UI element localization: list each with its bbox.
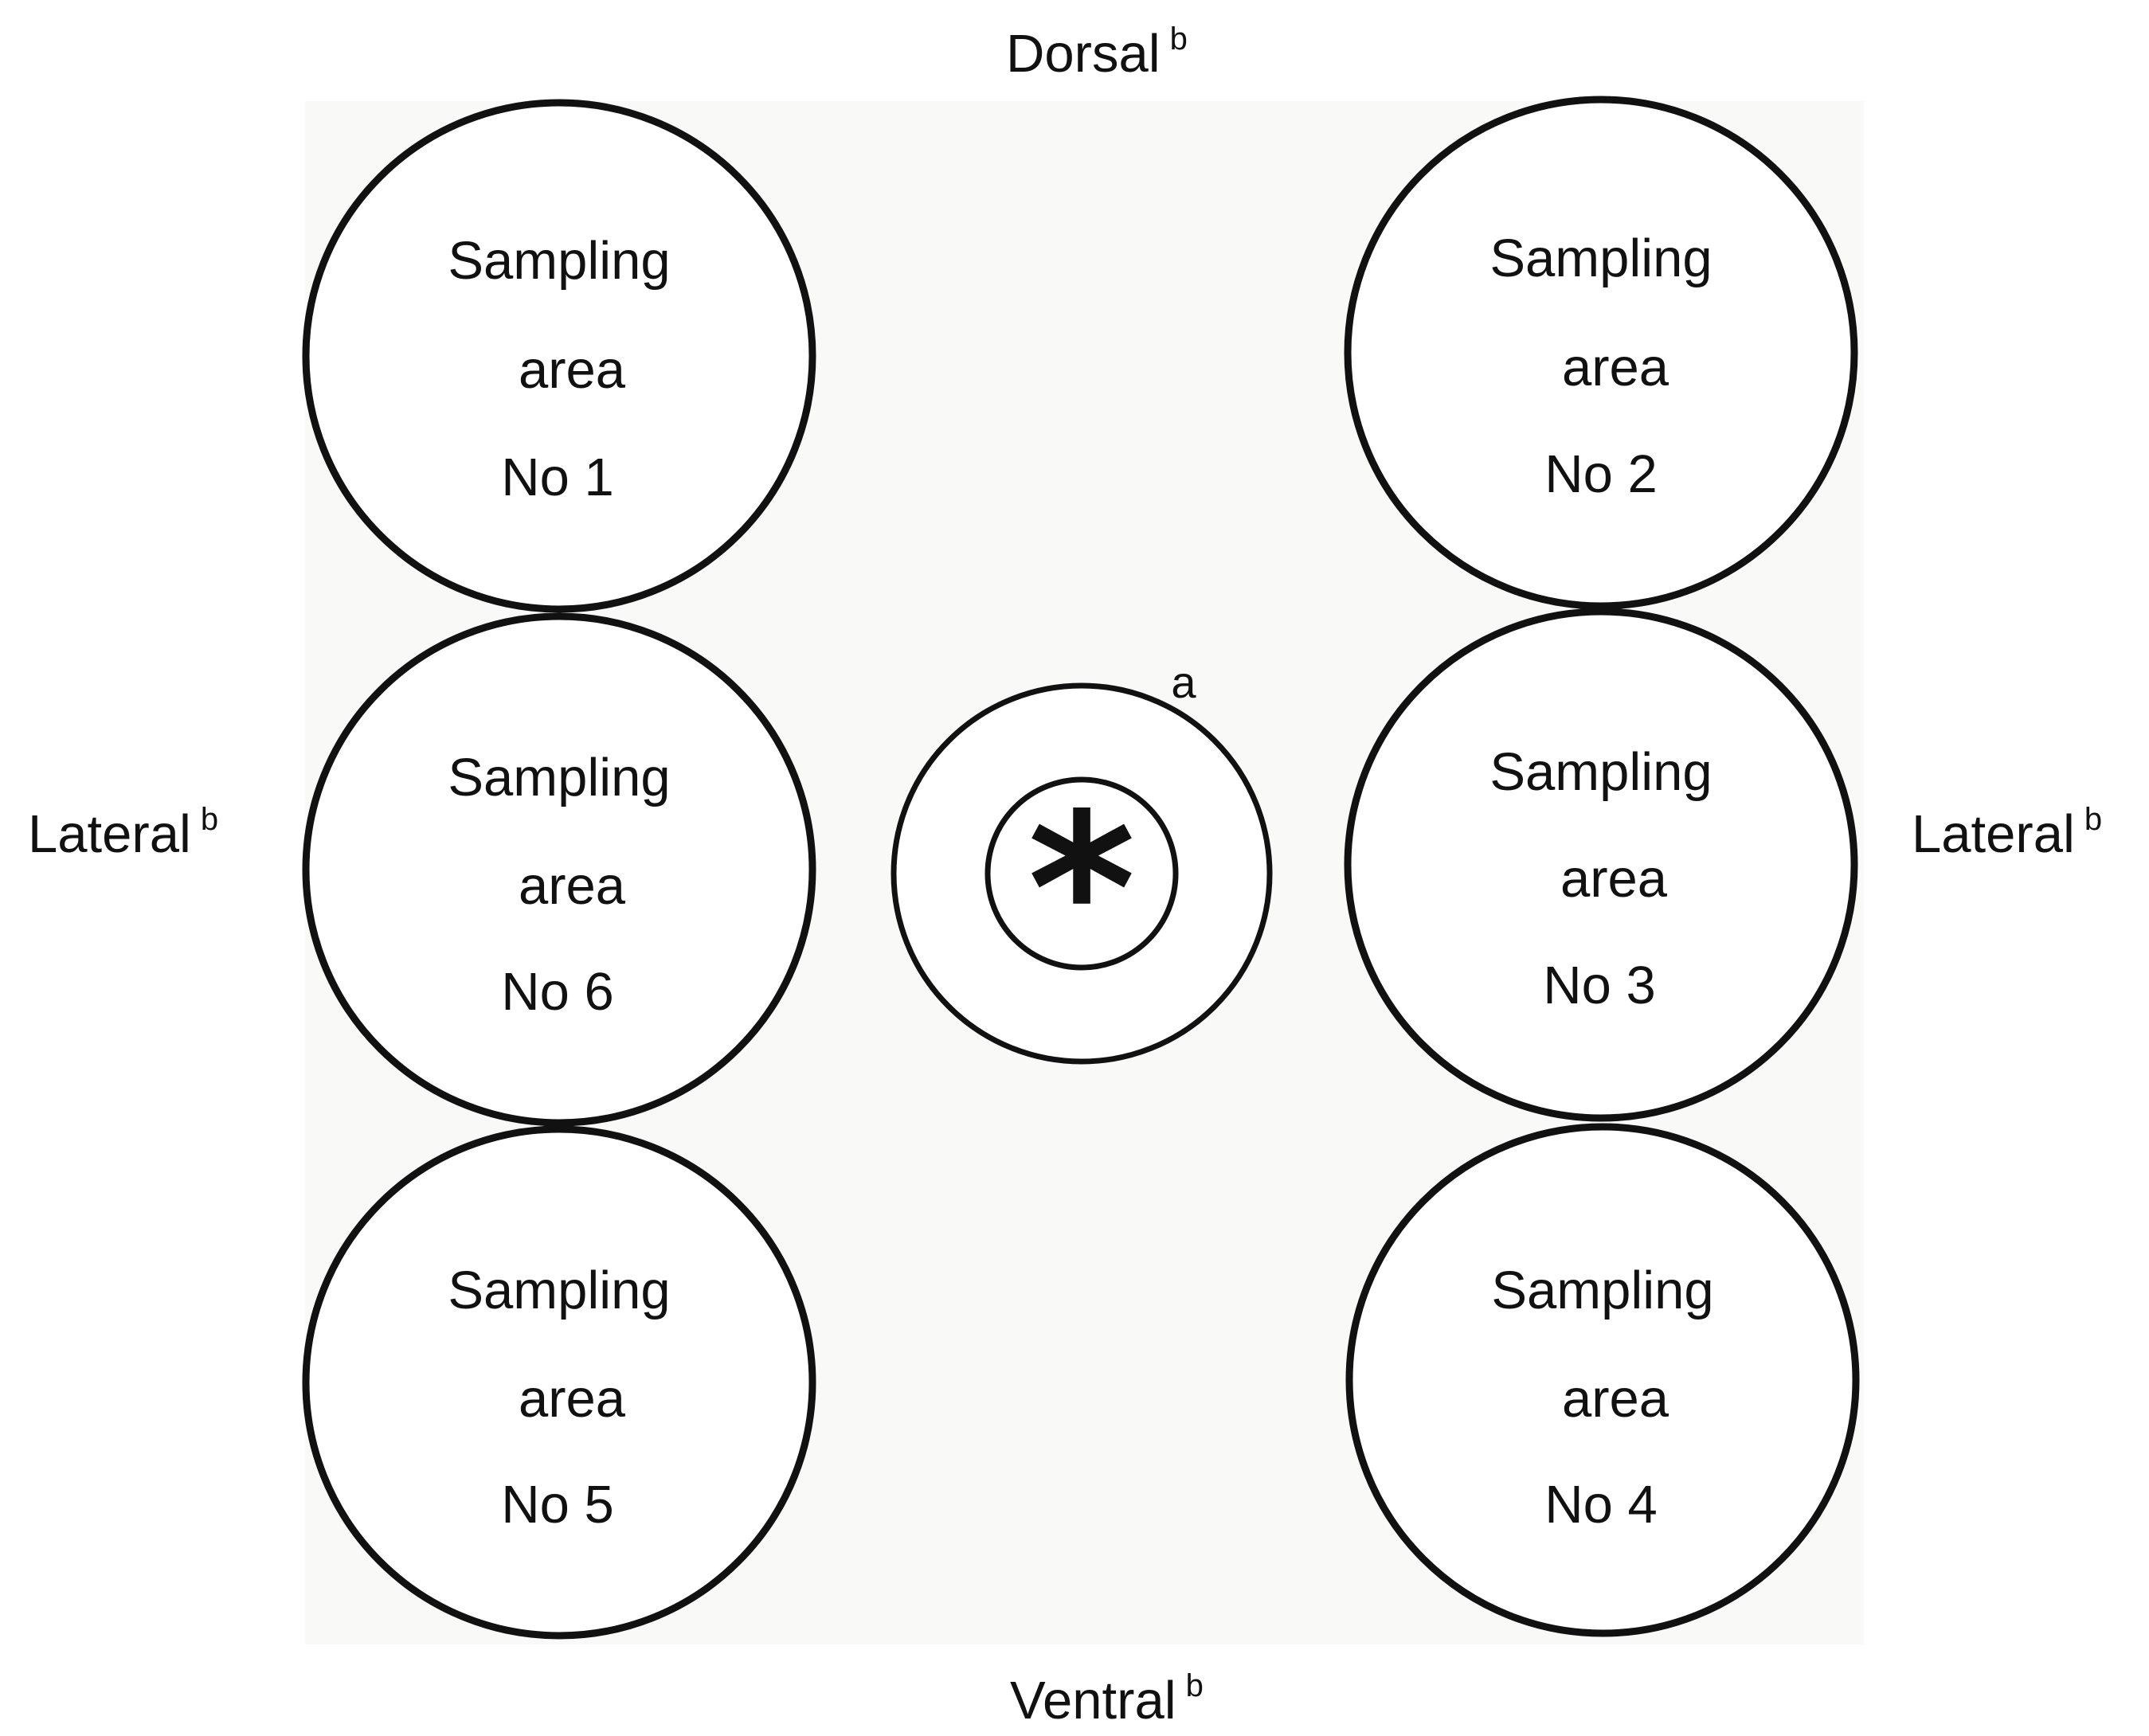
center-asterisk-icon: * [1028,770,1136,1011]
center-label-a: a [1171,657,1196,707]
label-dorsal-sup: b [1170,22,1188,57]
label-ventral-sup: b [1186,1668,1204,1703]
sampling-area-line: No 6 [501,962,614,1022]
sampling-area-line: Sampling [1489,229,1712,288]
sampling-area-1: Sampling area No 1 [302,99,816,613]
sampling-area-6: Sampling area No 6 [302,612,816,1127]
sampling-area-line: area [519,856,626,916]
sampling-area-circle [302,1125,816,1640]
sampling-area-line: area [519,1369,626,1429]
sampling-area-line: area [1562,338,1669,397]
sampling-area-circle [1344,608,1858,1122]
sampling-area-line: No 4 [1544,1475,1658,1535]
sampling-area-3: Sampling area No 3 [1344,608,1858,1122]
label-lateral-left-text: Lateral [28,804,191,864]
label-dorsal-text: Dorsal [1006,24,1161,84]
sampling-area-5: Sampling area No 5 [302,1125,816,1640]
label-lateral-right-text: Lateral [1912,804,2075,864]
sampling-area-line: Sampling [448,231,670,291]
sampling-area-line: No 3 [1543,956,1656,1015]
label-ventral-text: Ventral [1010,1671,1176,1730]
label-lateral-left-sup: b [201,802,218,837]
sampling-area-line: No 1 [501,448,614,507]
sampling-area-line: Sampling [448,1261,670,1320]
label-lateral-right-sup: b [2084,802,2102,837]
center-target: * a [891,657,1273,1065]
sampling-area-line: Sampling [448,748,670,807]
sampling-area-circle [1345,1123,1860,1637]
sampling-area-circle [302,612,816,1127]
label-lateral-left: Lateral b [28,802,218,864]
sampling-area-circle [302,99,816,613]
sampling-area-line: No 2 [1544,444,1658,504]
sampling-area-circle [1344,96,1858,610]
sampling-area-line: No 5 [501,1475,614,1535]
center-inner-ring [984,776,1179,971]
label-lateral-right: Lateral b [1912,802,2102,864]
sampling-area-line: area [1560,849,1668,909]
sampling-area-4: Sampling area No 4 [1345,1123,1860,1637]
sampling-area-2: Sampling area No 2 [1344,96,1858,610]
sampling-area-line: area [1562,1369,1669,1429]
sampling-area-line: Sampling [1491,1261,1713,1320]
sampling-area-line: area [519,340,626,400]
sampling-area-line: Sampling [1489,742,1712,802]
label-ventral: Ventral b [1010,1668,1204,1730]
